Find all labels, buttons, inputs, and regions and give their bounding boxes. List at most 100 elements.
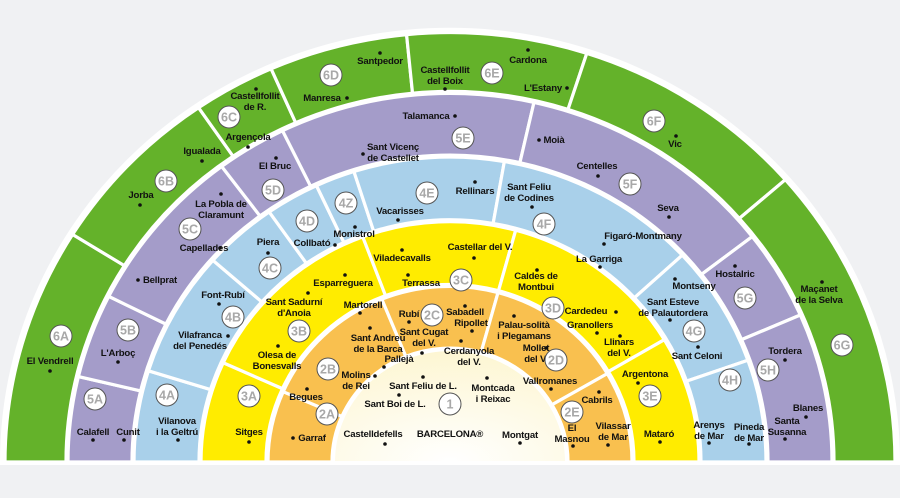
place-label-font-rub: Font-Rubí [201, 290, 245, 301]
zone-badges: 12A2B2C2D2E3A3B3C3D3E4A4B4C4D4Z4E4F4G4H5… [49, 61, 854, 426]
zone-badge-4z: 4Z [334, 191, 358, 215]
place-label-vallromanes: Vallromanes [523, 376, 577, 387]
place-label-l-arbo: L'Arboç [101, 348, 136, 359]
place-dot-icon [596, 174, 600, 178]
place-label-line: Font-Rubí [201, 290, 245, 301]
place-label-granollers: Granollers [567, 320, 613, 331]
zone-badge-4h: 4H [718, 368, 742, 392]
place-label-martorell: Martorell [344, 300, 383, 311]
zone-badge-5b: 5B [116, 318, 140, 342]
zone-badge-label: 2C [424, 309, 440, 323]
zone-badge-circle [316, 357, 340, 381]
zone-badge-circle [682, 319, 706, 343]
place-label-line: Figaró-Montmany [604, 231, 682, 242]
place-label-line: i la Geltrú [156, 427, 198, 438]
zone-badge-label: 2A [319, 408, 335, 422]
place-label-line: Capellades [180, 243, 229, 254]
zone-badge-circle [544, 348, 568, 372]
place-label-line: Manresa [303, 93, 341, 104]
place-label-line: Ripollet [454, 318, 489, 329]
place-label-line: de la Barca [354, 344, 404, 355]
place-dot-icon [571, 444, 575, 448]
place-dot-icon [200, 159, 204, 163]
place-dot-icon [598, 265, 602, 269]
place-label-line: Tordera [768, 346, 802, 357]
place-dot-icon [219, 192, 223, 196]
place-dot-icon [804, 415, 808, 419]
zone-badge-circle [638, 384, 662, 408]
place-dot-icon [606, 443, 610, 447]
zone-badge-4a: 4A [155, 383, 179, 407]
place-label-cardedeu: Cardedeu [565, 306, 608, 317]
place-label-sant-celoni: Sant Celoni [672, 351, 723, 362]
place-label-line: de Codines [504, 193, 554, 204]
place-label-terrassa: Terrassa [402, 278, 441, 289]
zone-badge-5a: 5A [83, 387, 107, 411]
zone-badge-3d: 3D [541, 296, 565, 320]
place-dot-icon [535, 268, 539, 272]
place-dot-icon [246, 145, 250, 149]
zone-badge-circle [319, 63, 343, 87]
place-label-line: Cardona [509, 55, 547, 66]
place-label-line: Sant Feliu [507, 182, 551, 193]
place-label-line: del V. [457, 357, 481, 368]
zone-badge-label: 1 [447, 398, 454, 412]
place-label-line: Jorba [128, 190, 154, 201]
place-label-cunit: Cunit [116, 427, 141, 438]
baseline [0, 462, 900, 465]
place-label-line: Masnou [554, 434, 589, 445]
place-dot-icon [254, 87, 258, 91]
place-label-line: de Mar [598, 432, 628, 443]
zone-badge-6c: 6C [217, 105, 241, 129]
place-label-line: Igualada [183, 146, 221, 157]
zone-badge-label: 6F [647, 115, 662, 129]
zone-badge-4d: 4D [295, 209, 319, 233]
place-label-monistrol: Monistrol [333, 229, 374, 240]
place-label-line: Vilassar [595, 421, 630, 432]
place-label-line: Talamanca [402, 111, 450, 122]
zone-badge-label: 5G [737, 292, 754, 306]
zone-badge-4e: 4E [415, 181, 439, 205]
zone-badge-circle [480, 61, 504, 85]
place-label-calafell: Calafell [77, 427, 110, 438]
place-label-pallej: Pallejà [384, 354, 414, 365]
place-label-line: Seva [657, 203, 679, 214]
place-dot-icon [453, 114, 457, 118]
place-label-santpedor: Santpedor [357, 56, 403, 67]
place-label-moi: Moià [543, 135, 565, 146]
zone-badge-label: 3B [291, 325, 307, 339]
place-label-line: de R. [244, 102, 266, 113]
zone-badge-circle [261, 178, 285, 202]
zone-badge-5d: 5D [261, 178, 285, 202]
place-label-line: Santa [774, 416, 800, 427]
zone-badge-label: 2B [320, 363, 336, 377]
place-label-collbat: Collbató [294, 238, 331, 249]
zone-badge-2e: 2E [560, 400, 584, 424]
place-dot-icon [274, 156, 278, 160]
place-dot-icon [549, 387, 553, 391]
place-label-line: Cardedeu [565, 306, 608, 317]
place-label-line: Mollet [523, 343, 551, 354]
place-label-line: La Garriga [576, 254, 623, 265]
place-label-line: Castellfollit [420, 65, 470, 76]
place-dot-icon [472, 256, 476, 260]
place-label-line: del Boix [427, 76, 464, 87]
place-label-line: del V. [524, 354, 548, 365]
zone-badge-label: 6G [834, 339, 851, 353]
place-label-capellades: Capellades [180, 243, 229, 254]
place-dot-icon [343, 273, 347, 277]
zone-badge-2a: 2A [315, 402, 339, 426]
place-label-line: d'Anoia [277, 308, 311, 319]
place-label-line: Sabadell [446, 307, 484, 318]
place-label-line: Llinars [604, 337, 634, 348]
place-label-manresa: Manresa [303, 93, 341, 104]
place-label-vic: Vic [668, 139, 682, 150]
place-label-sabadell: Sabadell [446, 307, 484, 318]
zone-badge-circle [116, 318, 140, 342]
zone-badge-circle [756, 358, 780, 382]
